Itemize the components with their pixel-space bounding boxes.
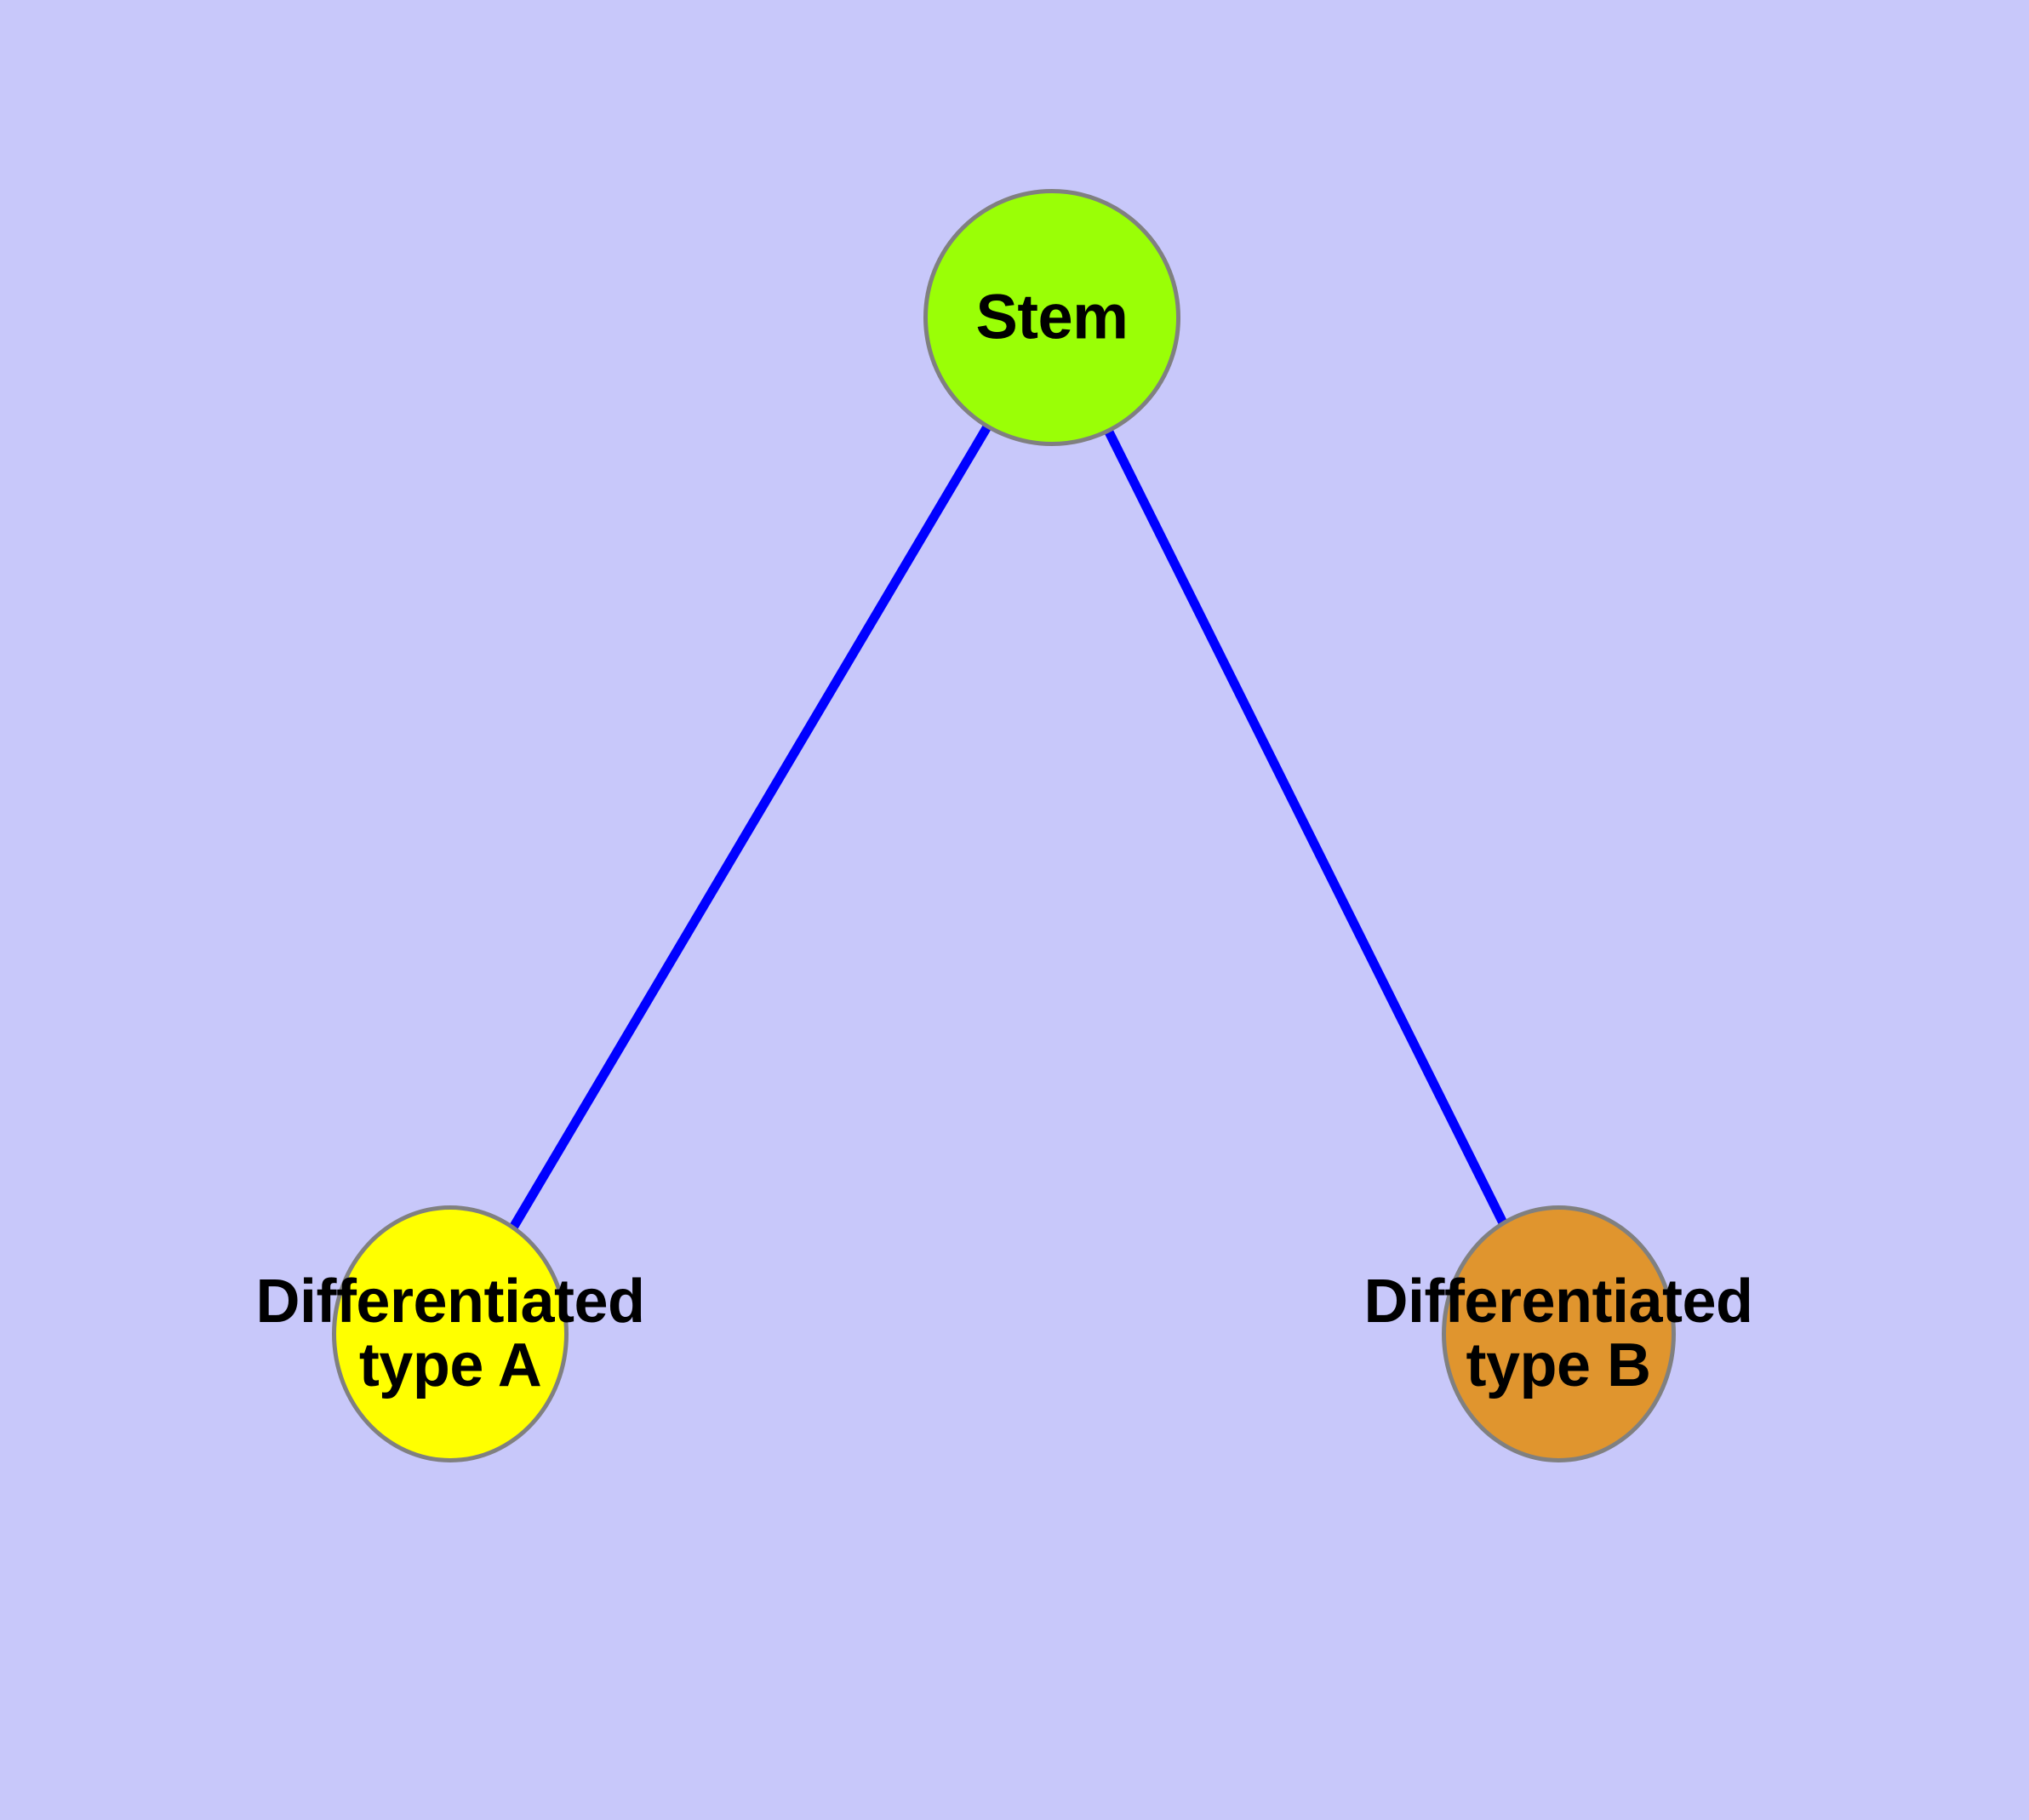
edge-stem-to-differentiated-a [446, 315, 1056, 1336]
edge-stem-to-differentiated-b [1048, 315, 1563, 1336]
node-stem[interactable] [923, 189, 1180, 446]
node-differentiated-type-b[interactable] [1442, 1205, 1676, 1462]
node-label-stem: Stem [975, 281, 1129, 352]
node-label-differentiated-type-a: Differentiated type A [255, 1268, 645, 1399]
node-differentiated-type-a[interactable] [332, 1205, 569, 1462]
node-label-differentiated-type-b: Differentiated type B [1363, 1268, 1753, 1399]
